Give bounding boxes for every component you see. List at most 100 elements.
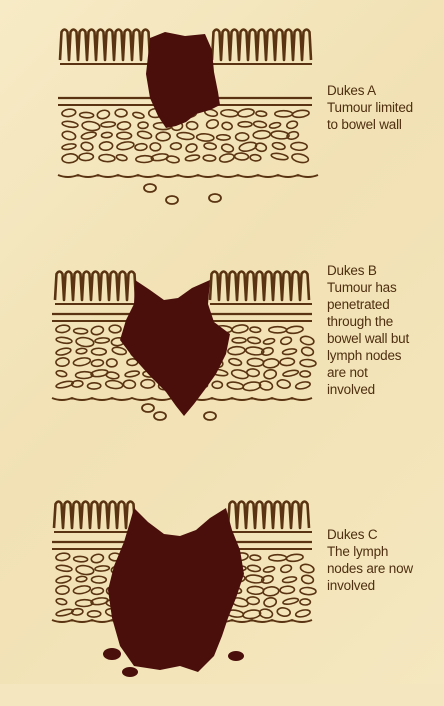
dukes-c-line: The lymph — [327, 543, 444, 560]
dukes-staging-figure: Dukes A Tumour limited to bowel wall Duk… — [0, 0, 444, 684]
wall-cell — [280, 586, 295, 594]
wall-cell — [112, 346, 127, 355]
wall-cell — [301, 574, 314, 584]
lymph-node — [144, 184, 156, 192]
wall-cell — [135, 143, 148, 151]
wall-cell — [125, 370, 140, 378]
dukes-b-caption: Dukes B Tumour has penetrated through th… — [327, 262, 444, 398]
wall-cell — [247, 336, 261, 344]
wall-cell — [277, 379, 291, 389]
lymph-node — [142, 404, 154, 412]
wall-cell — [280, 564, 292, 573]
wall-cell — [232, 338, 246, 343]
wall-cell — [76, 565, 95, 576]
wall-cell — [55, 324, 70, 333]
wall-cell — [185, 154, 200, 162]
wall-cell — [286, 120, 298, 129]
wall-cell — [80, 141, 93, 151]
wall-cell — [212, 381, 222, 388]
tumour-mass — [120, 280, 230, 416]
wall-cell — [106, 371, 120, 379]
wall-cell — [55, 347, 71, 356]
wall-cell — [76, 348, 87, 354]
wall-cell — [82, 121, 101, 132]
dukes-b-title: Dukes B — [327, 262, 444, 279]
wall-cell — [73, 556, 87, 562]
wall-cell — [204, 142, 217, 150]
wall-cell — [232, 324, 249, 334]
tumour-mass — [108, 508, 244, 672]
wall-cell — [56, 598, 68, 606]
wall-cell — [271, 152, 289, 161]
wall-cell — [99, 154, 115, 162]
wall-cell — [275, 111, 293, 117]
wall-cell — [61, 108, 76, 117]
wall-cell — [90, 553, 104, 564]
tumour-mass — [146, 32, 220, 128]
wall-cell — [56, 585, 70, 594]
wall-cell — [247, 358, 264, 367]
wall-cell — [56, 370, 68, 378]
wall-cell — [132, 111, 144, 119]
serosa-line — [58, 175, 318, 177]
wall-cell — [291, 152, 309, 163]
involved-lymph-node — [228, 651, 244, 661]
wall-cell — [300, 587, 316, 595]
wall-cell — [141, 380, 155, 388]
wall-cell — [196, 133, 214, 141]
wall-cell — [115, 109, 127, 117]
lymph-node — [154, 412, 166, 420]
wall-cell — [186, 121, 198, 130]
wall-cell — [166, 155, 180, 163]
wall-cell — [91, 587, 104, 595]
wall-cell — [76, 337, 95, 348]
dukes-a-title: Dukes A — [327, 82, 444, 99]
wall-cell — [286, 553, 303, 562]
dukes-b-line: Tumour has — [327, 279, 444, 296]
wall-cell — [73, 328, 87, 334]
wall-cell — [250, 154, 261, 161]
wall-cell — [117, 121, 131, 130]
wall-cell — [253, 130, 271, 139]
wall-cell — [81, 131, 97, 140]
wall-cell — [291, 142, 308, 151]
wall-cell — [91, 597, 109, 606]
wall-cell — [261, 575, 274, 585]
wall-cell — [286, 131, 299, 141]
lymph-node — [209, 194, 221, 202]
mucosa-villi — [228, 502, 309, 529]
wall-cell — [56, 357, 70, 366]
wall-cell — [91, 359, 104, 367]
wall-cell — [282, 597, 298, 605]
dukes-a-line: Tumour limited — [327, 99, 444, 116]
wall-cell — [282, 576, 297, 583]
wall-cell — [76, 576, 87, 582]
wall-cell — [91, 369, 109, 378]
wall-cell — [221, 109, 238, 117]
wall-cell — [300, 563, 315, 574]
dukes-b-line: are not — [327, 364, 444, 381]
wall-cell — [247, 586, 264, 595]
wall-cell — [62, 153, 78, 163]
lymph-node — [204, 412, 216, 420]
wall-cell — [286, 325, 303, 334]
wall-cell — [263, 566, 275, 573]
wall-cell — [56, 564, 73, 572]
wall-cell — [242, 381, 261, 392]
wall-cell — [238, 108, 255, 118]
wall-cell — [170, 143, 181, 150]
mucosa-villi — [210, 272, 309, 301]
wall-cell — [177, 132, 195, 140]
wall-cell — [73, 357, 91, 367]
wall-cell — [300, 371, 311, 377]
wall-cell — [95, 337, 110, 343]
dukes-a-line: to bowel wall — [327, 116, 444, 133]
wall-cell — [87, 383, 100, 390]
wall-cell — [79, 153, 94, 161]
dukes-b-line: involved — [327, 381, 444, 398]
wall-cell — [221, 122, 232, 131]
wall-cell — [123, 380, 135, 389]
wall-cell — [117, 132, 132, 139]
wall-cell — [269, 122, 281, 129]
dukes-b-line: through the — [327, 313, 444, 330]
